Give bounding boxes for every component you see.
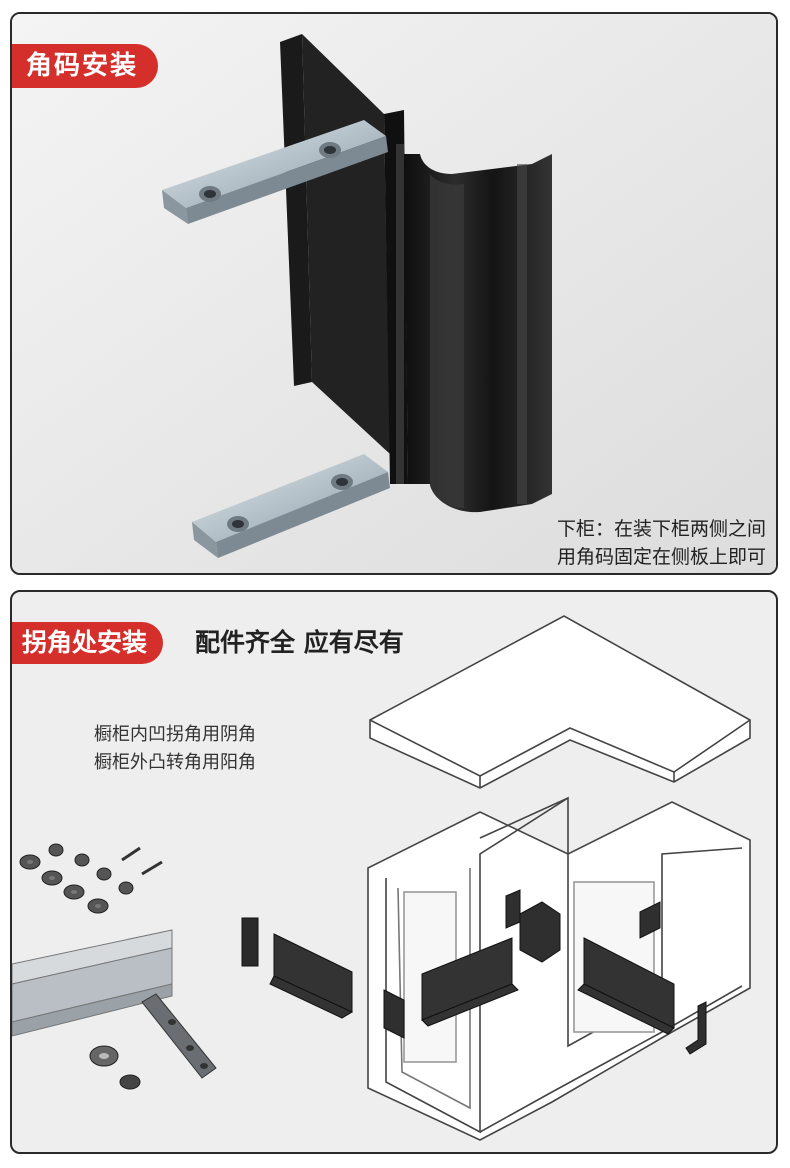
top-corner-bracket xyxy=(162,120,388,224)
section-tag: 拐角处安装 xyxy=(12,622,164,664)
countertop xyxy=(369,615,751,789)
bottom-corner-bracket xyxy=(192,454,390,558)
corner-install-panel: 拐角处安装 配件齐全 应有尽有 橱柜内凹拐角用阴角 橱柜外凸转角用阳角 xyxy=(10,590,778,1154)
handle-profiles xyxy=(241,889,707,1055)
handle-rail-detail xyxy=(12,929,217,1090)
section-tag: 角码安装 xyxy=(12,44,159,88)
caption-line-1: 下柜：在装下柜两侧之间 xyxy=(556,518,766,540)
note-line-2: 橱柜外凸转角用阳角 xyxy=(94,752,256,773)
caption-line-2: 用角码固定在侧板上即可 xyxy=(556,546,766,568)
note-line-1: 橱柜内凹拐角用阴角 xyxy=(94,724,256,745)
screws-and-washers xyxy=(19,843,163,914)
section-tagline: 配件齐全 应有尽有 xyxy=(195,628,404,657)
l-shaped-cabinet xyxy=(367,796,751,1141)
product-photo xyxy=(12,14,776,573)
corner-bracket-install-panel: 角码安装 下柜：在装下柜两侧之间 用角码固定在侧板上即可 xyxy=(10,12,778,575)
cabinet-diagram xyxy=(12,615,751,1141)
